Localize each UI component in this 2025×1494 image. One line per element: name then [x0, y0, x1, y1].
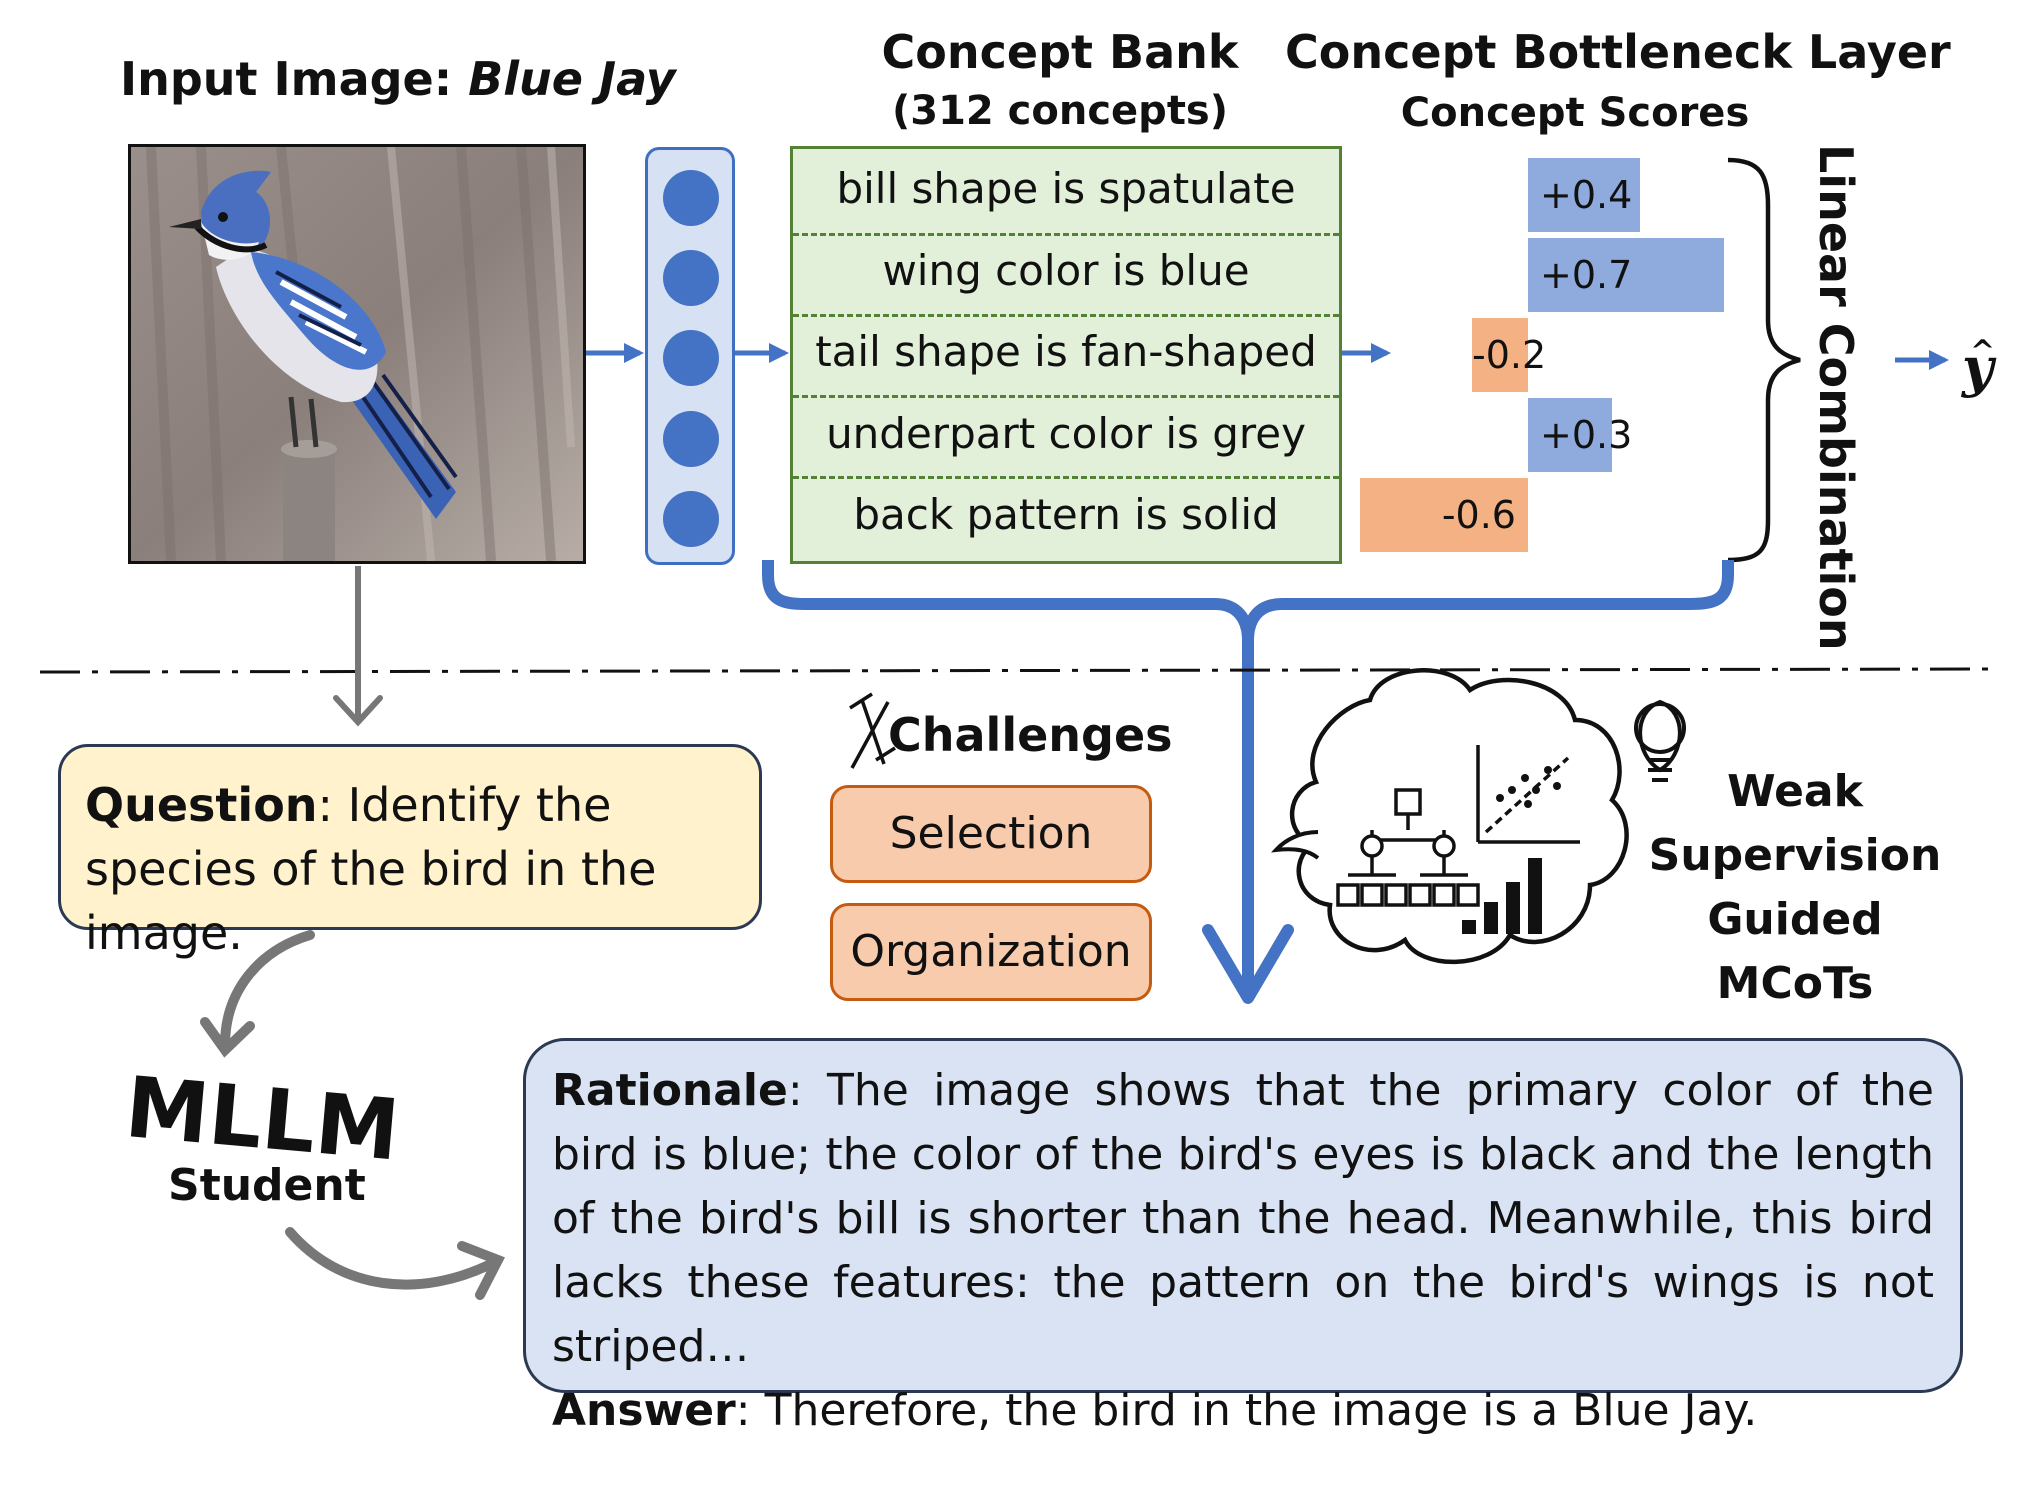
score-bar: +0.7	[1528, 238, 1724, 312]
encoder-node	[663, 491, 719, 547]
concept-scores-subtitle: Concept Scores	[1400, 90, 1750, 136]
weak-supervision-line: Supervision	[1648, 830, 1942, 881]
score-bar: +0.3	[1528, 398, 1632, 472]
concept-item: wing color is blue	[882, 246, 1250, 295]
prediction-y-hat: y	[1962, 335, 1994, 399]
concept-divider	[793, 395, 1339, 398]
combination-brace	[1727, 157, 1801, 563]
arrowhead	[457, 1241, 505, 1300]
arrowhead	[200, 1017, 255, 1058]
arrow-question-to-mllm	[220, 930, 315, 1050]
analysis-cloud-icon	[1271, 668, 1629, 965]
section-separator	[39, 667, 2001, 674]
weak-supervision-line: Weak	[1727, 766, 1863, 817]
feature-encoder	[645, 147, 735, 565]
challenge-selection: Selection	[830, 785, 1152, 883]
encoder-node	[663, 411, 719, 467]
encoder-node	[663, 250, 719, 306]
question-box: Question: Identify the species of the bi…	[58, 744, 762, 960]
rationale-box: Rationale: The image shows that the prim…	[523, 1038, 1963, 1436]
lightbulb-icon	[1634, 699, 1686, 782]
concept-bank-count: (312 concepts)	[891, 88, 1229, 134]
blue-jay-photo	[128, 144, 586, 564]
score-bar: -0.6	[1360, 478, 1528, 552]
concept-divider	[793, 233, 1339, 236]
bracket-left-branch	[762, 560, 1254, 992]
encoder-node	[663, 170, 719, 226]
concept-item: underpart color is grey	[826, 409, 1306, 458]
encoder-node	[663, 330, 719, 386]
student-label: Student	[168, 1160, 366, 1211]
concept-bank-title: Concept Bank	[881, 25, 1239, 79]
hat-accent: ^	[1970, 334, 1996, 369]
input-image-title: Input Image: Blue Jay	[120, 52, 676, 106]
challenge-organization: Organization	[830, 903, 1152, 1001]
concept-item: back pattern is solid	[853, 490, 1279, 539]
arrowhead	[333, 695, 383, 727]
bottleneck-title: Concept Bottleneck Layer	[1285, 25, 1951, 79]
concept-bank: bill shape is spatulate wing color is bl…	[790, 146, 1342, 564]
concept-item: bill shape is spatulate	[836, 164, 1296, 213]
score-bar: +0.4	[1528, 158, 1640, 232]
concept-divider	[793, 476, 1339, 479]
weak-supervision-line: MCoTs	[1716, 958, 1874, 1009]
challenges-title: Challenges	[888, 708, 1173, 762]
crossed-tools-icon	[849, 692, 896, 769]
arrow-mllm-to-rationale	[285, 1227, 500, 1290]
concept-divider	[793, 314, 1339, 317]
weak-supervision-line: Guided	[1707, 894, 1883, 945]
bracket-down-arrowhead	[1202, 924, 1294, 1004]
bracket-right-branch	[1242, 560, 1734, 641]
concept-item: tail shape is fan-shaped	[815, 327, 1317, 376]
rationale-paragraph: Rationale: The image shows that the prim…	[552, 1065, 1934, 1436]
weak-supervision-label: Weak Supervision Guided MCoTs	[1640, 760, 1950, 1016]
